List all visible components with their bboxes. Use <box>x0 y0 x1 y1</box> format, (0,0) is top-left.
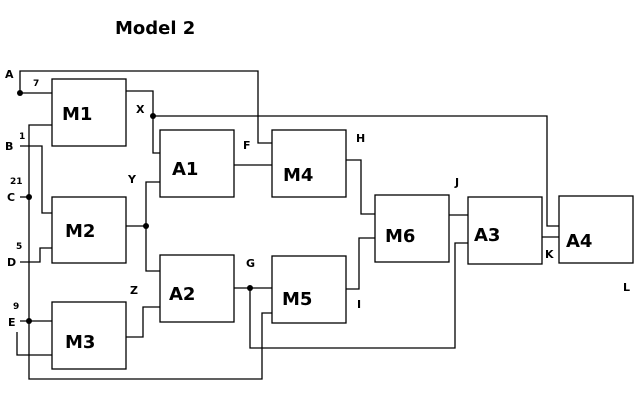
wire-a-m4 <box>19 70 272 144</box>
wire-x-a4 <box>153 115 559 227</box>
block-m5-label: M5 <box>282 289 312 310</box>
signal-g-label: G <box>246 257 255 270</box>
signal-z-label: Z <box>130 284 138 297</box>
block-a2-label: A2 <box>169 284 195 305</box>
wire-b-m2 <box>20 145 52 214</box>
input-a-label: A <box>5 68 14 81</box>
signal-f-label: F <box>243 139 251 152</box>
signal-l-label: L <box>623 281 630 294</box>
block-a1-label: A1 <box>172 159 198 180</box>
wire-z-a2 <box>126 306 160 338</box>
signal-k-label: K <box>545 248 554 261</box>
junction-c <box>26 194 32 200</box>
junction-a <box>17 90 23 96</box>
wire-h-m6 <box>346 159 375 215</box>
block-a4[interactable]: A4 <box>558 195 634 264</box>
block-m3-label: M3 <box>65 332 95 353</box>
wire-y-a2 <box>145 226 160 272</box>
signal-j-label: J <box>454 176 459 189</box>
input-a-value: 7 <box>33 79 39 89</box>
block-a3[interactable]: A3 <box>467 196 543 265</box>
block-m6-label: M6 <box>385 226 415 247</box>
wire-c-m1 <box>28 124 52 197</box>
input-b-value: 1 <box>19 132 25 142</box>
signal-y-label: Y <box>127 173 137 186</box>
signal-i-label: I <box>357 298 361 311</box>
input-d-label: D <box>7 256 16 269</box>
signal-h-label: H <box>356 132 365 145</box>
input-b-label: B <box>5 140 13 153</box>
junction-y <box>143 223 149 229</box>
block-m4[interactable]: M4 <box>271 129 347 198</box>
block-m6[interactable]: M6 <box>374 194 450 263</box>
junction-e <box>26 318 32 324</box>
input-e-value: 9 <box>13 302 19 312</box>
block-m3[interactable]: M3 <box>51 301 127 370</box>
input-d-value: 5 <box>16 242 22 252</box>
block-m1[interactable]: M1 <box>51 78 127 147</box>
block-a2[interactable]: A2 <box>159 254 235 323</box>
input-e-label: E <box>8 316 16 329</box>
block-m1-label: M1 <box>62 104 92 125</box>
wire-g-a3 <box>249 242 468 349</box>
junction-g <box>247 285 253 291</box>
block-m2[interactable]: M2 <box>51 196 127 264</box>
block-a1[interactable]: A1 <box>159 129 235 198</box>
wire-y-a1 <box>145 181 160 226</box>
junction-x <box>150 113 156 119</box>
wire-x-a1 <box>126 90 160 154</box>
signal-x-label: X <box>136 103 145 116</box>
block-m4-label: M4 <box>283 165 313 186</box>
wire-e-m3-bottom <box>16 332 52 356</box>
wire-i-m6 <box>346 237 375 290</box>
block-a4-label: A4 <box>566 231 592 252</box>
input-c-value: 21 <box>10 177 23 187</box>
wire-d-m2 <box>20 247 52 263</box>
input-c-label: C <box>7 191 15 204</box>
block-m2-label: M2 <box>65 221 95 242</box>
block-m5[interactable]: M5 <box>271 255 347 324</box>
block-a3-label: A3 <box>474 225 500 246</box>
diagram-title: Model 2 <box>115 18 195 39</box>
junctions <box>17 90 253 324</box>
